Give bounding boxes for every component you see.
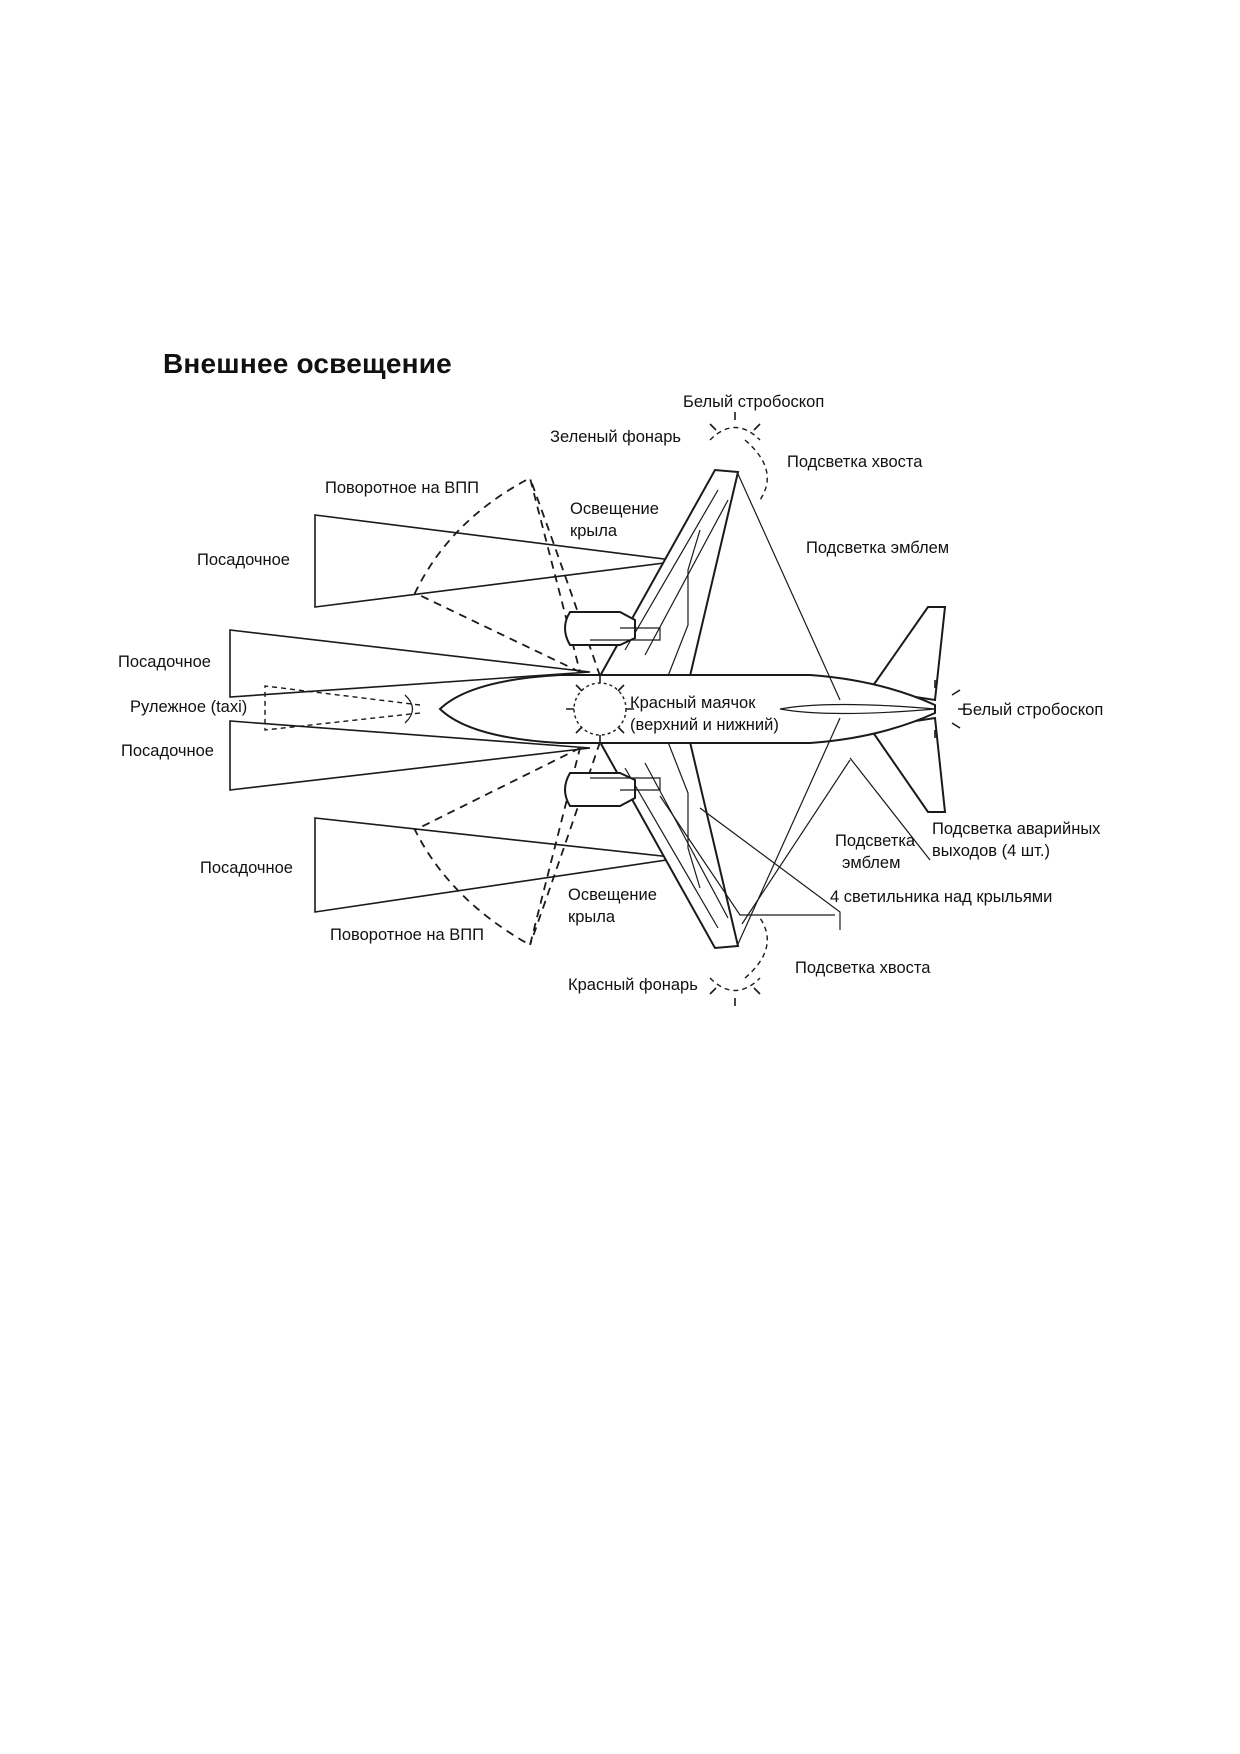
label-wing-light-bottom-line2: крыла [568, 908, 616, 926]
label-green-light: Зеленый фонарь [550, 428, 681, 446]
label-runway-turnoff-top: Поворотное на ВПП [325, 479, 479, 497]
label-wing-light-bottom: Освещение крыла [568, 884, 657, 928]
red-light-burst [709, 977, 761, 1006]
label-white-strobe-top: Белый стробоскоп [683, 393, 825, 411]
label-red-light: Красный фонарь [568, 976, 698, 994]
label-emergency-exit: Подсветка аварийных выходов (4 шт.) [932, 818, 1100, 862]
page-title: Внешнее освещение [163, 348, 452, 379]
label-red-beacon-line2: (верхний и нижний) [630, 716, 779, 734]
label-tail-light-top: Подсветка хвоста [787, 453, 923, 471]
engine-bottom [564, 772, 661, 807]
label-red-beacon-line1: Красный маячок [630, 694, 756, 712]
label-landing-outer-bottom: Посадочное [200, 859, 293, 877]
landing-beam-inner-top [229, 629, 591, 698]
label-logo-light-bottom-line2: эмблем [842, 854, 901, 872]
fuselage [404, 674, 936, 744]
label-tail-light-bottom: Подсветка хвоста [795, 959, 931, 977]
landing-beam-outer-bottom [314, 817, 681, 913]
label-emergency-exit-line2: выходов (4 шт.) [932, 842, 1050, 860]
label-logo-light-top: Подсветка эмблем [806, 539, 950, 557]
label-landing-inner-bottom: Посадочное [121, 742, 214, 760]
label-logo-light-bottom-line1: Подсветка [835, 832, 916, 850]
tail-light-burst-bottom [744, 917, 768, 979]
label-runway-turnoff-bottom: Поворотное на ВПП [330, 926, 484, 944]
leader-lines [659, 473, 931, 945]
label-wing-light-bottom-line1: Освещение [568, 886, 657, 904]
red-beacon-burst [566, 675, 634, 743]
label-overwing-lights: 4 светильника над крыльями [830, 888, 1053, 906]
label-landing-inner-top: Посадочное [118, 653, 211, 671]
runway-turnoff-beam-bottom [413, 741, 601, 947]
label-logo-light-bottom: Подсветка эмблем [835, 830, 915, 874]
green-light-burst [709, 412, 761, 441]
label-red-beacon: Красный маячок (верхний и нижний) [630, 692, 779, 736]
tail-strobe-burst [934, 680, 966, 738]
landing-beam-inner-bottom [229, 720, 591, 791]
label-landing-outer-top: Посадочное [197, 551, 290, 569]
label-white-strobe-tail: Белый стробоскоп [962, 701, 1104, 719]
tail-light-burst-top [744, 439, 768, 501]
engine-top [564, 611, 661, 646]
label-taxi: Рулежное (taxi) [130, 698, 248, 716]
landing-beam-outer-top [314, 514, 681, 608]
label-wing-light-top: Освещение крыла [570, 498, 659, 542]
label-wing-light-top-line1: Освещение [570, 500, 659, 518]
label-wing-light-top-line2: крыла [570, 522, 618, 540]
runway-turnoff-beam-top [413, 476, 601, 677]
label-emergency-exit-line1: Подсветка аварийных [932, 820, 1101, 838]
